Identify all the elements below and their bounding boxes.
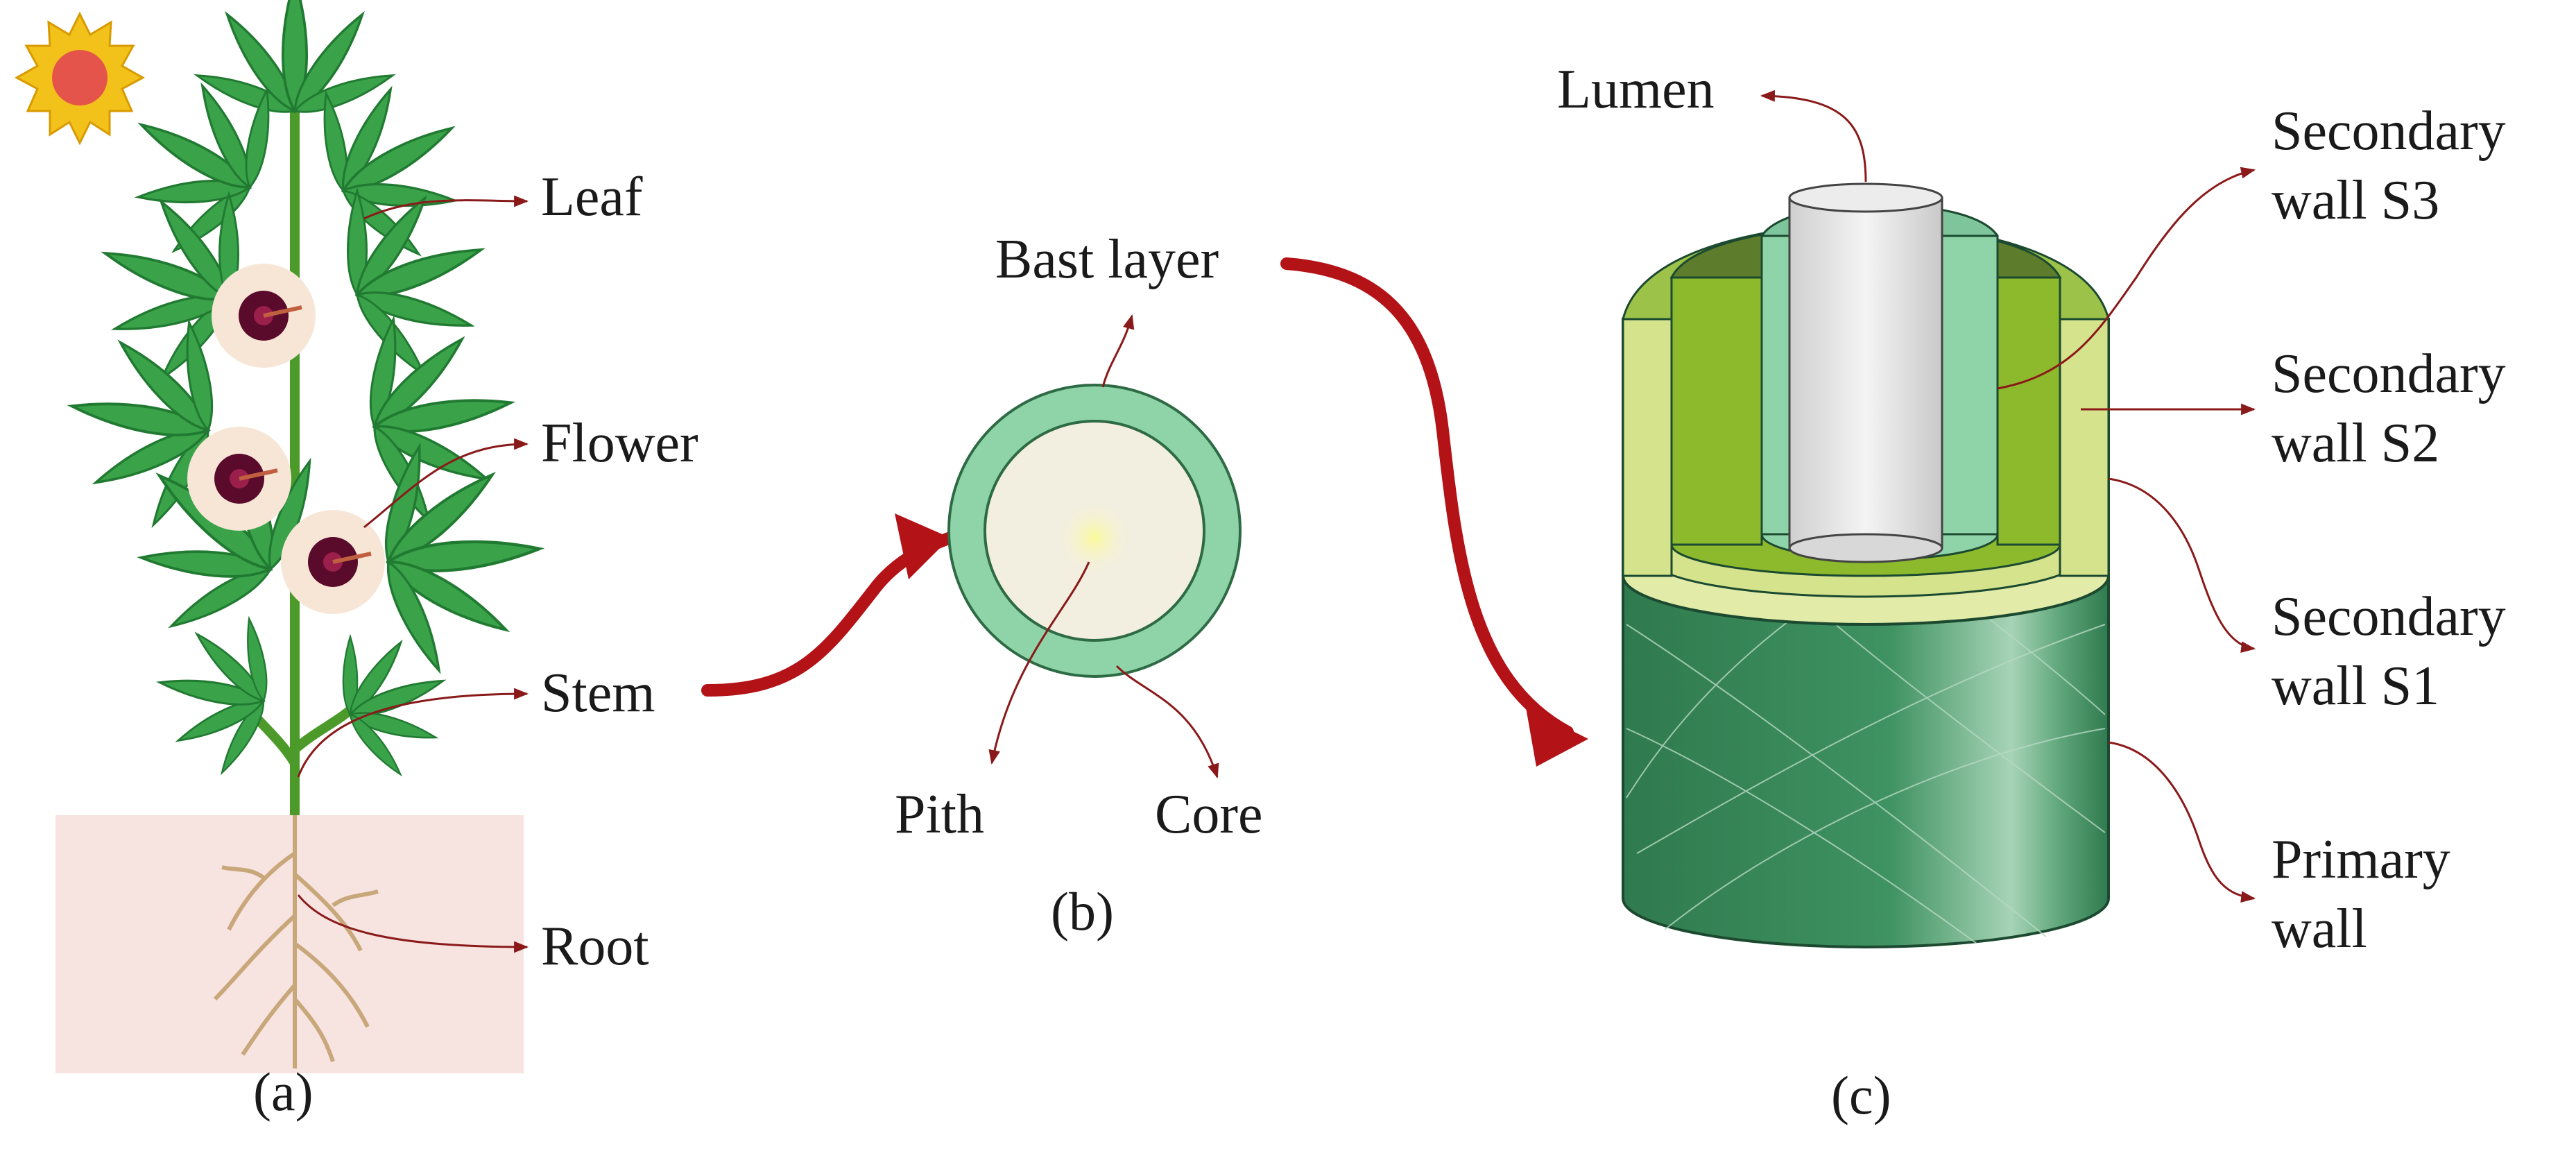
lumen-cylinder <box>1788 182 1943 563</box>
s1-label-line1: Secondary <box>2272 586 2506 647</box>
stem-label: Stem <box>541 663 655 724</box>
stem-to-section-connector <box>701 513 956 697</box>
s2-label-line1: Secondary <box>2272 343 2506 404</box>
pith-label: Pith <box>895 784 984 845</box>
primary-wall-label-line2: wall <box>2272 898 2367 960</box>
s2-label-line2: wall S2 <box>2272 413 2439 474</box>
leaf-label: Leaf <box>541 167 643 228</box>
s3-label-line1: Secondary <box>2272 101 2506 162</box>
panel-b-caption: (b) <box>1051 881 1114 941</box>
bast-layer-label: Bast layer <box>995 229 1219 290</box>
panel-a-caption: (a) <box>253 1062 314 1122</box>
panel-b-leader-lines <box>988 314 1219 779</box>
panel-a-leader-lines <box>297 195 529 953</box>
leaf-graphics <box>53 0 549 788</box>
panel-c-fiber-wall: Lumen Secondary wall S3 Secondary wall S… <box>1557 59 2506 1125</box>
core-label: Core <box>1155 784 1263 845</box>
primary-wall-label-line1: Primary <box>2272 829 2450 890</box>
flower-label: Flower <box>541 413 698 474</box>
panel-c-leader-lines <box>1760 89 2256 903</box>
bast-to-fiber-connector <box>1280 257 1588 767</box>
pith-region <box>1056 500 1133 576</box>
panel-b-cross-section: Bast layer Pith Core (b) <box>895 229 1263 941</box>
root-label: Root <box>541 916 649 977</box>
lumen-label: Lumen <box>1557 59 1715 120</box>
primary-wall-cylinder <box>1622 574 2110 948</box>
root-graphic <box>213 815 379 1068</box>
s1-label-line2: wall S1 <box>2272 656 2439 717</box>
panel-a-plant: Leaf Flower Stem Root (a) <box>14 0 698 1122</box>
s3-label-line2: wall S3 <box>2272 170 2439 231</box>
sun-icon <box>14 11 146 146</box>
panel-c-caption: (c) <box>1831 1065 1891 1125</box>
